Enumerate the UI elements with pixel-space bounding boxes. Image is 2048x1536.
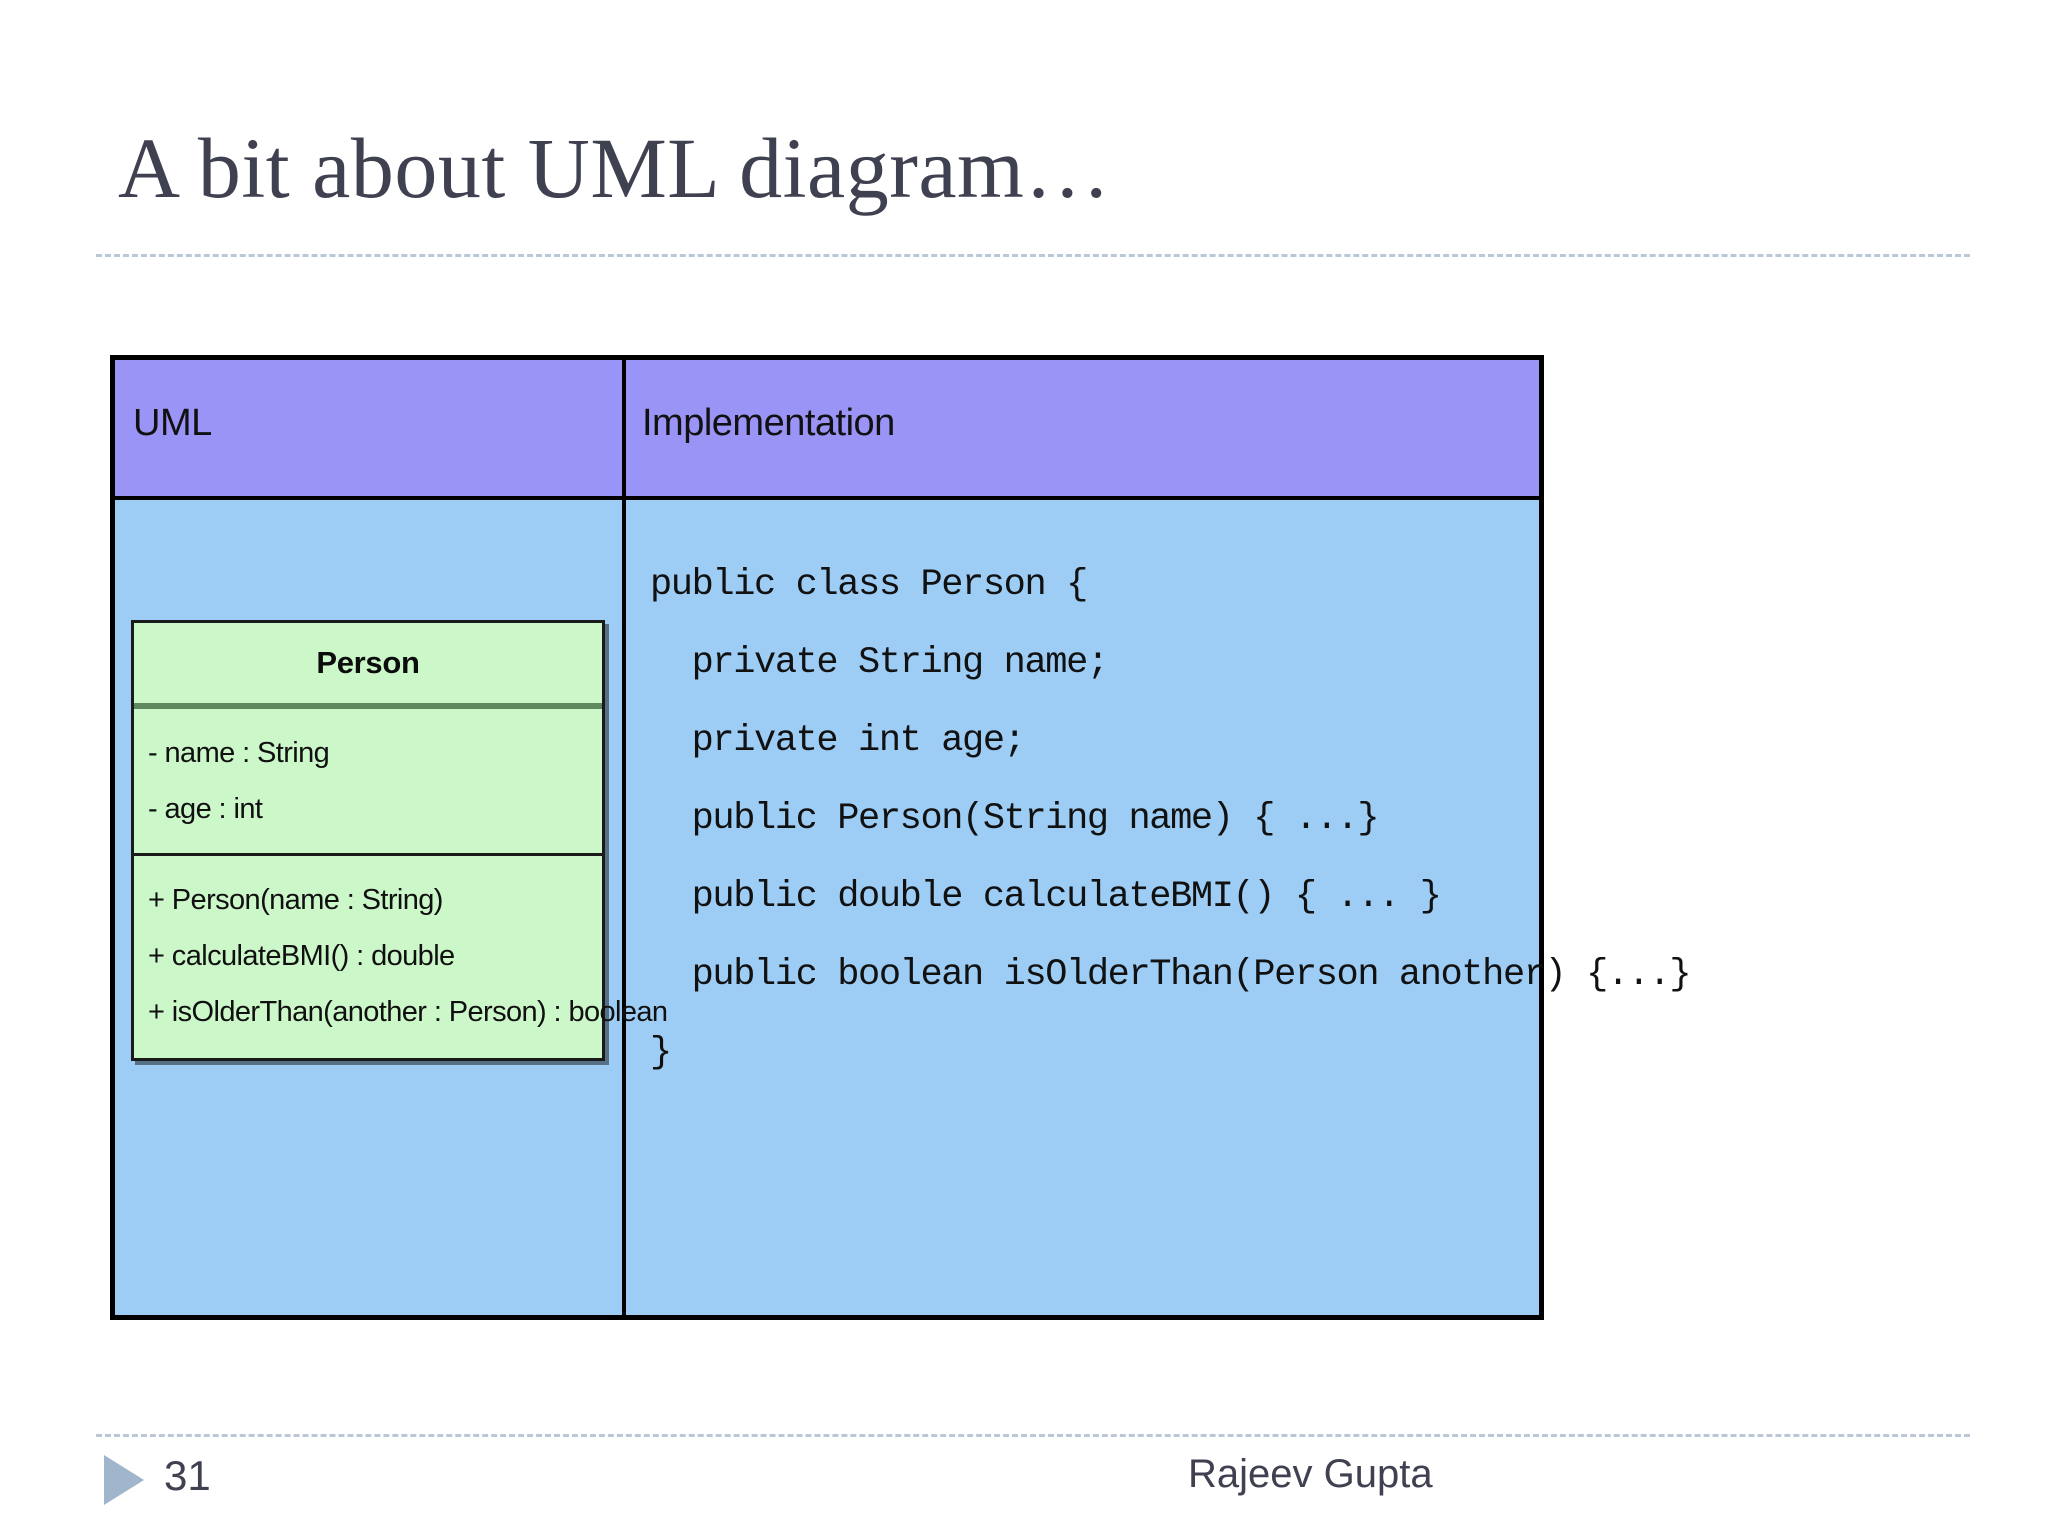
footer-divider [96, 1434, 1970, 1437]
author-name: Rajeev Gupta [1188, 1452, 1433, 1496]
uml-method-row: + Person(name : String) [148, 884, 443, 916]
uml-class-box-person: Person - name : String - age : int + Per… [131, 620, 668, 1061]
page-number: 31 [164, 1452, 211, 1499]
code-line: public class Person { [650, 564, 1088, 606]
title-divider [96, 254, 1970, 257]
triangle-bullet-icon [104, 1455, 144, 1505]
java-code-block: public class Person { private String nam… [650, 546, 1692, 1092]
code-line: } [650, 1032, 672, 1074]
uml-attribute-row: - age : int [148, 793, 263, 825]
code-line: public boolean isOlderThan(Person anothe… [650, 954, 1692, 996]
table-body-row: Person - name : String - age : int + Per… [115, 500, 1692, 1316]
table-header-cell-uml: UML [115, 360, 626, 496]
table-cell-implementation-code: public class Person { private String nam… [626, 500, 1692, 1316]
table-header-row: UML Implementation [115, 360, 1539, 500]
table-header-cell-implementation: Implementation [626, 360, 1539, 496]
code-line: private int age; [650, 720, 1026, 762]
code-line: private String name; [650, 642, 1109, 684]
uml-method-row: + calculateBMI() : double [148, 940, 455, 972]
table-header-label-implementation: Implementation [642, 402, 895, 444]
page-title: A bit about UML diagram… [118, 120, 1111, 216]
uml-class-name-compartment: Person [134, 623, 602, 709]
uml-attributes-compartment: - name : String - age : int [134, 709, 602, 856]
uml-class-name: Person [316, 645, 420, 680]
table-header-label-uml: UML [133, 402, 212, 444]
code-line: public Person(String name) { ...} [650, 798, 1380, 840]
uml-attribute-row: - name : String [148, 737, 330, 769]
uml-methods-compartment: + Person(name : String) + calculateBMI()… [134, 856, 668, 1058]
uml-implementation-table: UML Implementation Person - name : Strin… [110, 355, 1692, 1320]
uml-method-row: + isOlderThan(another : Person) : boolea… [148, 996, 668, 1028]
table-cell-uml-diagram: Person - name : String - age : int + Per… [115, 500, 668, 1316]
code-line: public double calculateBMI() { ... } [650, 876, 1442, 918]
